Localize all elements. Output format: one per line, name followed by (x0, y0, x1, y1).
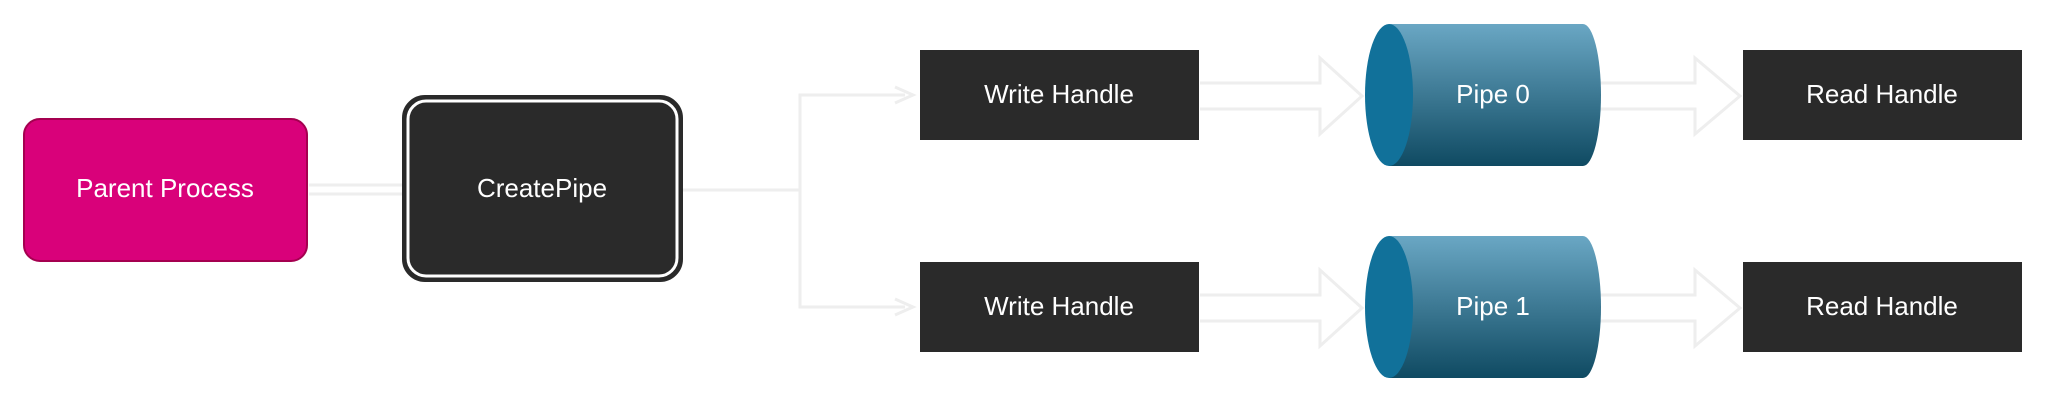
node-createpipe-label: CreatePipe (477, 173, 607, 203)
node-read-handle-1-label: Read Handle (1806, 291, 1958, 321)
node-read-handle-1[interactable]: Read Handle (1743, 262, 2022, 352)
node-pipe-0-label: Pipe 0 (1456, 79, 1530, 109)
node-pipe-1[interactable]: Pipe 1 (1365, 236, 1601, 378)
node-write-handle-0[interactable]: Write Handle (920, 50, 1199, 140)
block-arrow-pipe1-to-read1 (1600, 266, 1743, 350)
block-arrow-pipe0-to-read0 (1600, 54, 1743, 138)
node-write-handle-1-label: Write Handle (984, 291, 1134, 321)
arrowhead-to-write-handle-1 (894, 297, 917, 317)
node-read-handle-0-label: Read Handle (1806, 79, 1958, 109)
node-parent-process-label: Parent Process (76, 173, 254, 203)
connectors (309, 54, 1743, 350)
arrowhead-to-write-handle-0 (894, 85, 917, 105)
node-pipe-1-label: Pipe 1 (1456, 291, 1530, 321)
node-read-handle-0[interactable]: Read Handle (1743, 50, 2022, 140)
connector-branch-bottom (798, 190, 905, 309)
node-parent-process[interactable]: Parent Process (23, 118, 308, 262)
node-createpipe[interactable]: CreatePipe (402, 95, 683, 282)
node-write-handle-0-label: Write Handle (984, 79, 1134, 109)
block-arrow-write1-to-pipe1 (1200, 266, 1365, 350)
block-arrow-write0-to-pipe0 (1200, 54, 1365, 138)
node-pipe-0[interactable]: Pipe 0 (1365, 24, 1601, 166)
node-write-handle-1[interactable]: Write Handle (920, 262, 1199, 352)
connector-branch-top (798, 93, 905, 190)
